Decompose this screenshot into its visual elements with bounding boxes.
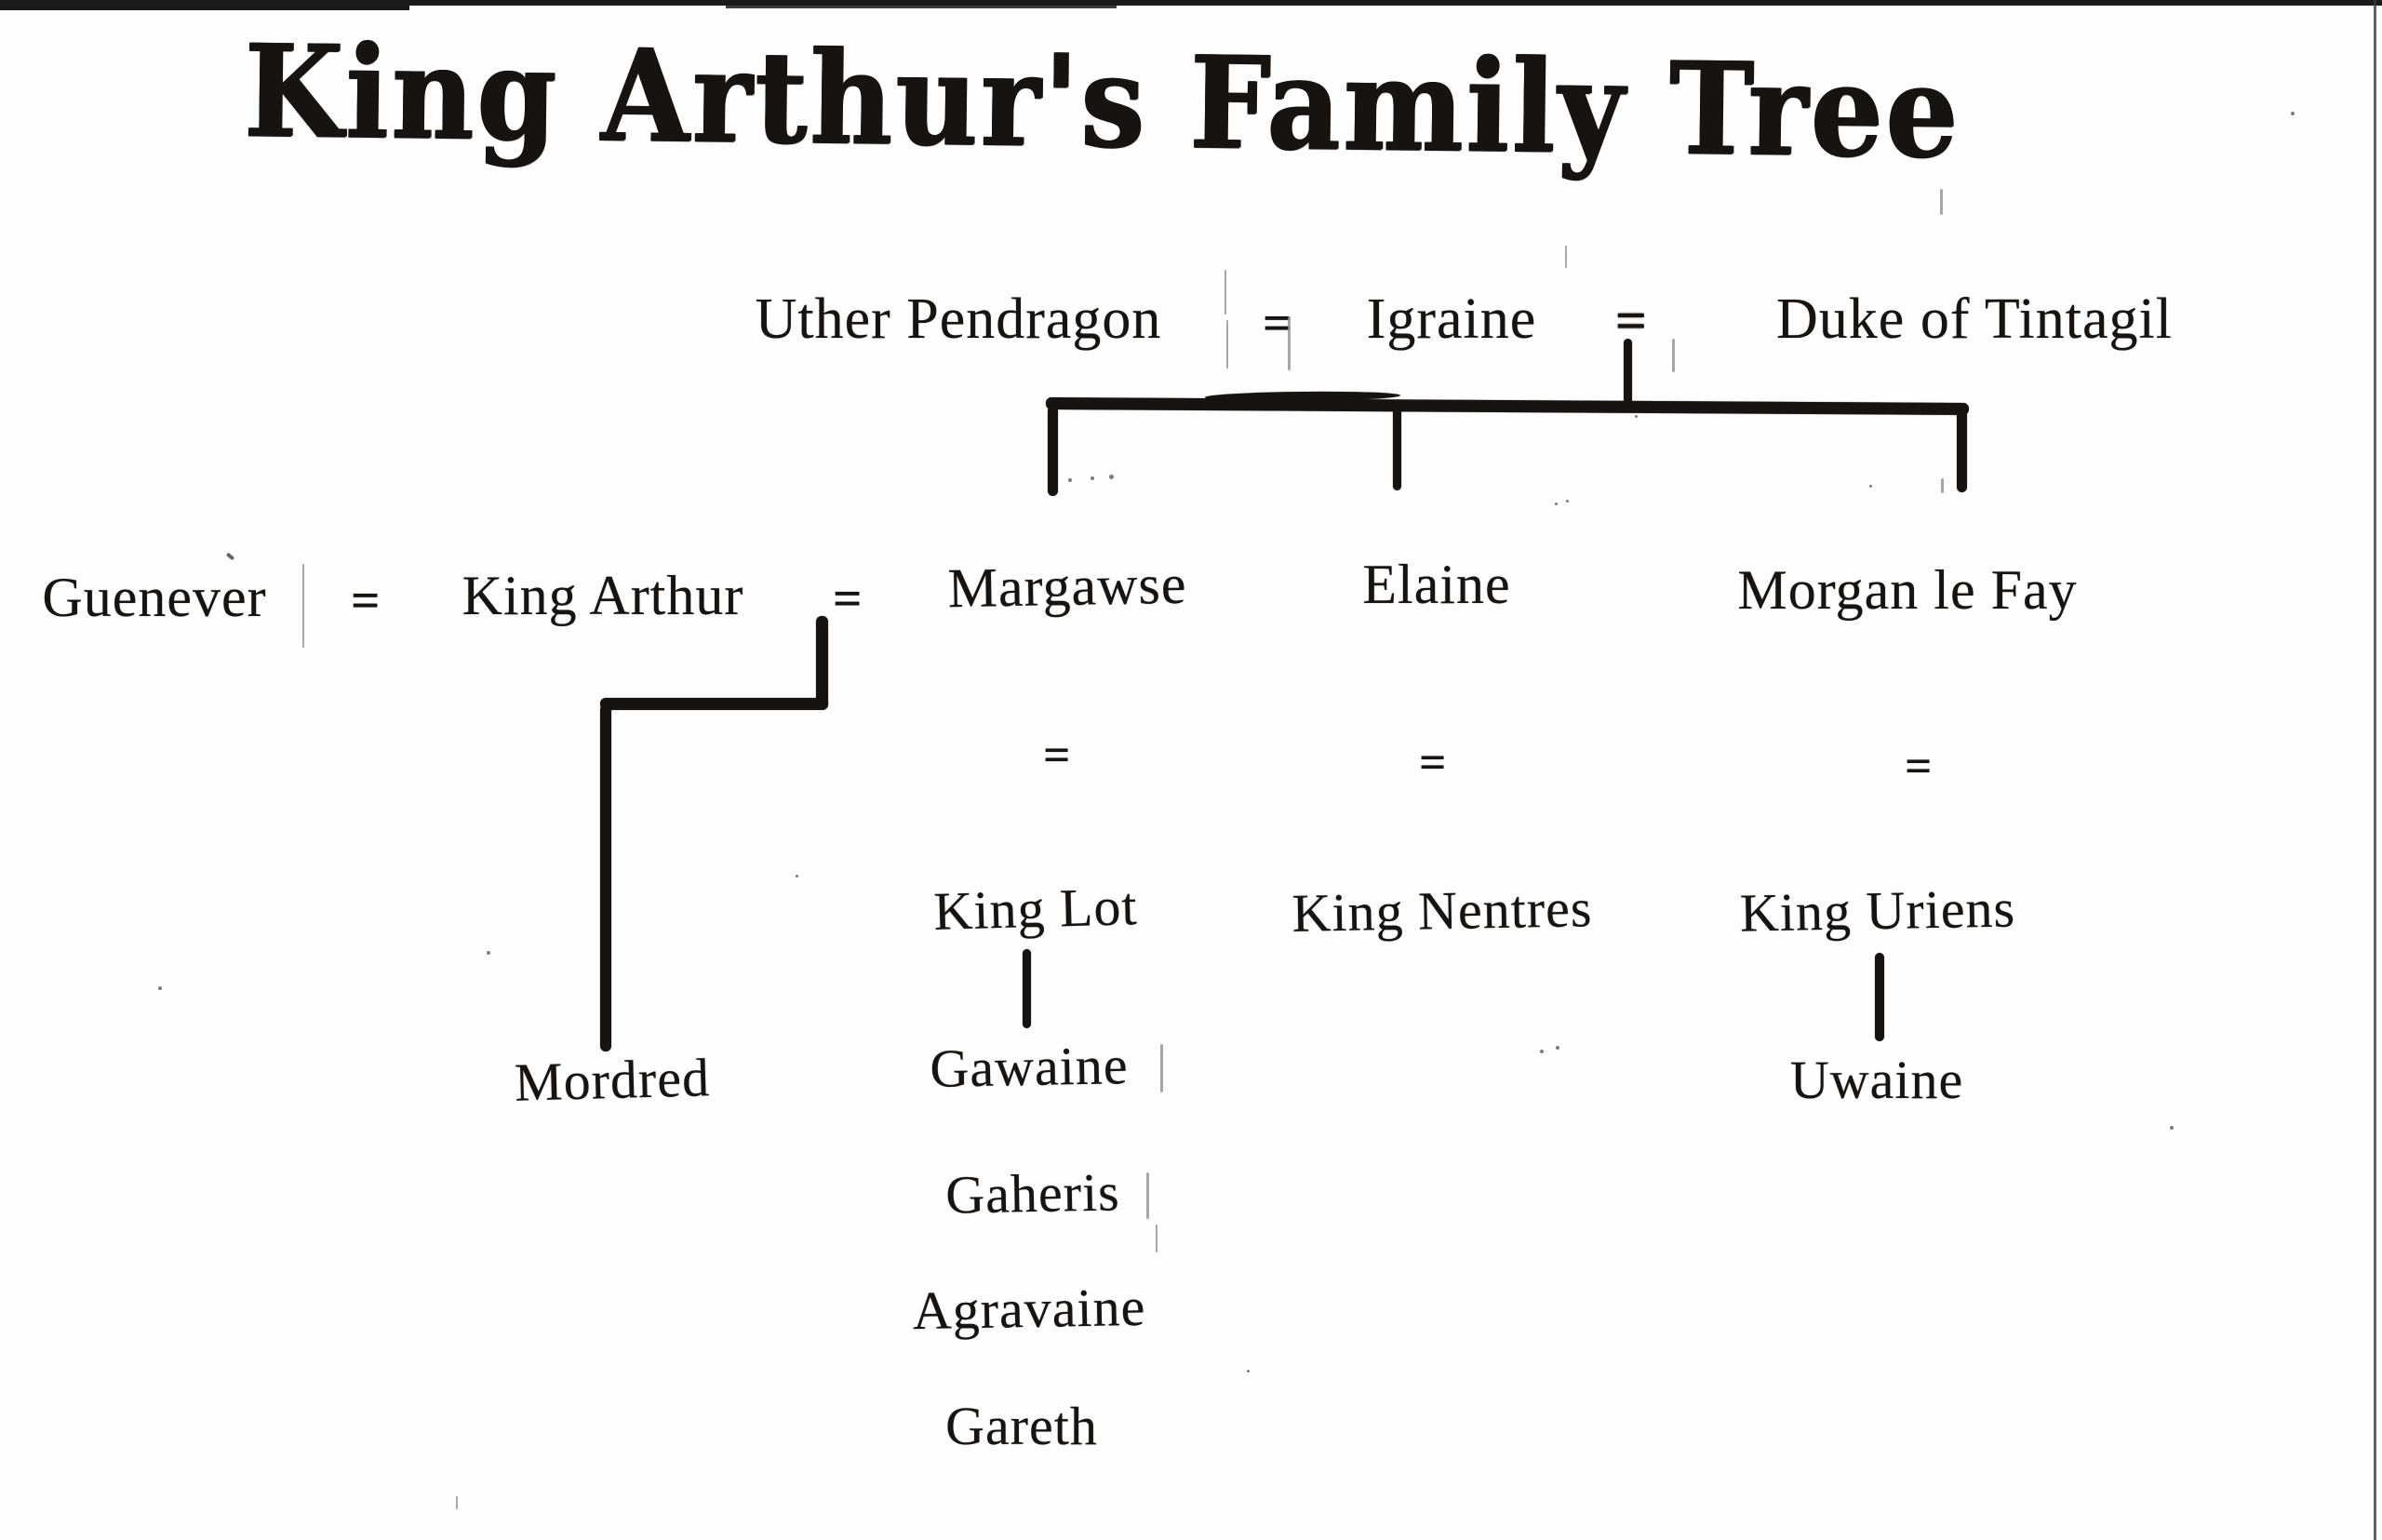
node-uwaine: Uwaine (1789, 1050, 1964, 1110)
node-gareth: Gareth (945, 1396, 1098, 1456)
connector-lot-gawaine-drop (1023, 949, 1031, 1028)
scan-speck (158, 986, 162, 990)
scan-top-edge-bar-segment (726, 0, 1117, 8)
node-king-arthur: King Arthur (462, 565, 744, 626)
scan-speck (1635, 415, 1638, 418)
scan-speck (2291, 112, 2295, 115)
scan-speck (796, 875, 798, 877)
scan-speck (1566, 500, 1569, 502)
scan-crease (1146, 1172, 1149, 1219)
marriage-equals-morgan-uriens: = (1905, 740, 1933, 792)
scan-right-edge-line (2374, 0, 2376, 1540)
marriage-equals-igraine-duke: = (1614, 290, 1648, 351)
page-title: King Arthur's Family Tree (242, 15, 1961, 187)
scan-speck (1247, 1370, 1250, 1373)
node-elaine: Elaine (1362, 554, 1511, 615)
scan-speck (487, 951, 490, 955)
connector-drop-morgan (1957, 409, 1967, 492)
connector-uriens-uwaine-drop (1875, 953, 1884, 1041)
connector-arthur-margawse-elbow (600, 698, 828, 710)
scan-crease (1160, 1044, 1163, 1092)
scan-speck (1109, 475, 1114, 479)
scan-speck (1068, 478, 1072, 482)
scan-crease (1224, 270, 1226, 315)
scan-crease (225, 552, 235, 561)
scan-crease (456, 1496, 458, 1509)
node-king-lot: King Lot (932, 876, 1139, 942)
scan-top-edge-bar-thick-segment (0, 0, 409, 10)
marriage-equals-guenever-arthur: = (351, 572, 381, 628)
node-margawse: Margawse (947, 553, 1187, 620)
marriage-equals-arthur-margawse: = (833, 570, 863, 626)
scan-crease (1565, 246, 1567, 268)
scan-speck (1540, 1050, 1544, 1053)
node-mordred: Mordred (514, 1047, 711, 1113)
scan-crease (1288, 316, 1291, 370)
scan-speck (1555, 502, 1558, 505)
node-gawaine: Gawaine (929, 1035, 1130, 1099)
scan-crease (1156, 1225, 1158, 1252)
scan-speck (1869, 485, 1872, 488)
node-guenever: Guenever (42, 567, 267, 628)
node-duke-of-tintagil: Duke of Tintagil (1776, 288, 2173, 351)
scan-crease (1226, 320, 1228, 368)
node-uther-pendragon: Uther Pendragon (755, 288, 1162, 351)
node-morgan-le-fay: Morgan le Fay (1737, 559, 2078, 621)
scan-speck (1091, 476, 1094, 480)
scan-crease (302, 564, 304, 648)
node-king-uriens: King Uriens (1739, 877, 2016, 944)
scan-speck (1556, 1046, 1559, 1050)
node-gaheris: Gaheris (944, 1161, 1121, 1225)
scan-top-edge-bar (0, 0, 2382, 6)
scan-speck (2170, 1126, 2174, 1130)
connector-arthur-margawse-drop (816, 616, 828, 709)
connector-drop-elaine (1393, 408, 1401, 490)
scan-crease (1672, 339, 1675, 372)
marriage-equals-margawse-lot: = (1043, 729, 1071, 781)
marriage-equals-uther-igraine: = (1263, 295, 1292, 351)
scan-crease (1940, 189, 1943, 215)
node-igraine: Igraine (1366, 288, 1537, 351)
node-agravaine: Agravaine (912, 1276, 1146, 1342)
connector-drop-margawse (1048, 406, 1058, 496)
connector-drop-mordred (600, 704, 611, 1051)
scan-crease (1941, 478, 1944, 493)
connector-sibling-bar-top (1045, 397, 1970, 416)
node-king-nentres: King Nentres (1291, 877, 1593, 944)
marriage-equals-elaine-nentres: = (1419, 736, 1447, 788)
connector-igraine-duke-drop (1624, 339, 1632, 404)
